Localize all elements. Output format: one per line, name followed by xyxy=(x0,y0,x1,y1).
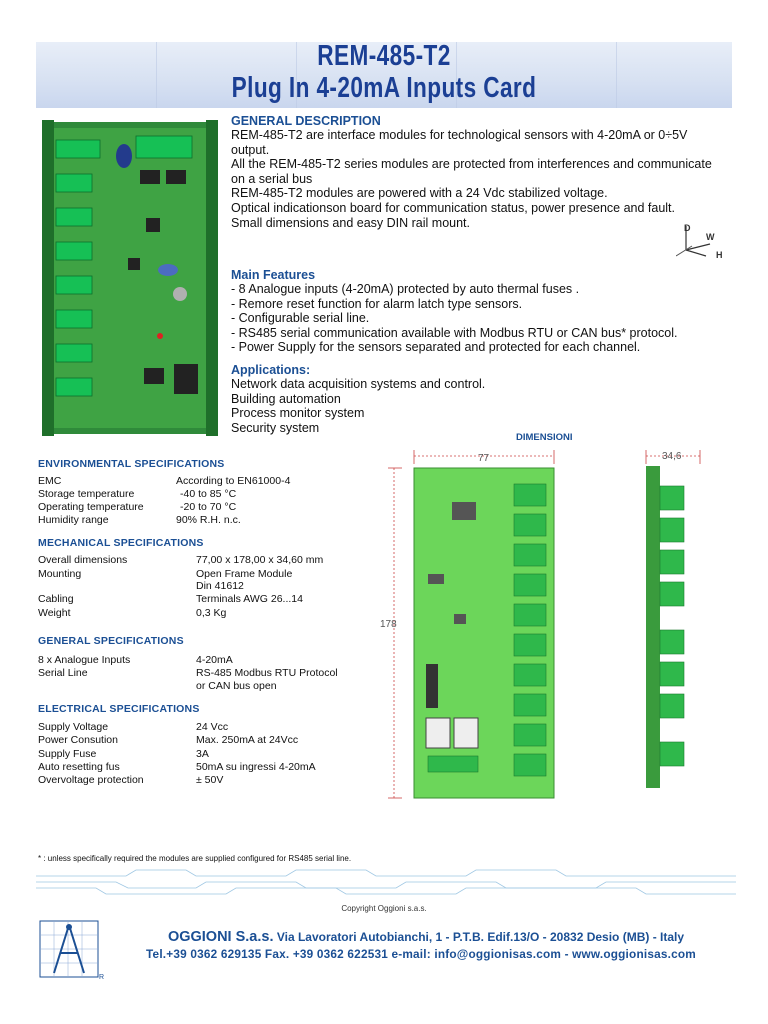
dimensions-axis-icon: D W H xyxy=(676,223,723,260)
application-item: Building automation xyxy=(231,391,341,406)
dimension-drawing: 77 178 34,6 xyxy=(380,450,701,799)
spec-value: 24 Vcc xyxy=(196,721,229,733)
spec-value: -40 to 85 °C xyxy=(180,488,237,500)
spec-key: Weight xyxy=(38,607,71,619)
spec-value: Din 41612 xyxy=(196,580,244,592)
dwh-w-label: W xyxy=(706,232,715,242)
footnote: * : unless specifically required the mod… xyxy=(38,854,352,863)
application-item: Security system xyxy=(231,420,320,435)
general-description-line: REM-485-T2 modules are powered with a 24… xyxy=(231,186,608,201)
main-features: Main Features - 8 Analogue inputs (4-20m… xyxy=(231,268,736,355)
spec-key: Serial Line xyxy=(38,667,88,679)
general-description-line: Small dimensions and easy DIN rail mount… xyxy=(231,215,470,230)
applications-title: Applications: xyxy=(231,363,311,377)
title-product-name: Plug In 4-20mA Inputs Card xyxy=(231,72,537,104)
application-item: Process monitor system xyxy=(231,406,365,421)
spec-key: Power Consution xyxy=(38,734,118,746)
feature-item: - RS485 serial communication available w… xyxy=(231,325,678,340)
feature-item: - Remore reset function for alarm latch … xyxy=(231,296,523,311)
general-description-line: Optical indicationson board for communic… xyxy=(231,200,675,215)
spec-key: Humidity range xyxy=(38,514,109,526)
registered-mark: R xyxy=(99,974,104,981)
spec-key: Operating temperature xyxy=(38,501,144,513)
feature-item: - Power Supply for the sensors separated… xyxy=(231,340,641,355)
spec-key: Cabling xyxy=(38,593,74,605)
height-dimension-label: 178 xyxy=(380,619,397,630)
depth-dimension-label: 34,6 xyxy=(662,451,682,462)
spec-value: 3A xyxy=(196,748,209,760)
main-features-title: Main Features xyxy=(231,268,316,282)
general-description-line: All the REM-485-T2 series modules are pr… xyxy=(231,157,712,172)
general-description: GENERAL DESCRIPTION REM-485-T2 are inter… xyxy=(231,114,736,230)
general-specs-title: GENERAL SPECIFICATIONS xyxy=(38,635,184,647)
applications: Applications: Network data acquisition s… xyxy=(231,363,736,435)
spec-value: ± 50V xyxy=(196,774,224,786)
spec-value: RS-485 Modbus RTU Protocol xyxy=(196,667,338,679)
spec-key: Overall dimensions xyxy=(38,554,128,566)
spec-value: -20 to 70 °C xyxy=(180,501,237,513)
spec-value: Terminals AWG 26...14 xyxy=(196,593,303,605)
company-address: Via Lavoratori Autobianchi, 1 - P.T.B. E… xyxy=(273,930,685,944)
dwh-h-label: H xyxy=(716,250,723,260)
spec-key: Supply Voltage xyxy=(38,721,109,733)
general-description-title: GENERAL DESCRIPTION xyxy=(231,114,381,128)
feature-item: - Configurable serial line. xyxy=(231,311,370,326)
spec-value: 4-20mA xyxy=(196,654,233,666)
environmental-title: ENVIRONMENTAL SPECIFICATIONS xyxy=(38,458,225,470)
header-band xyxy=(36,42,732,108)
spec-value: 50mA su ingressi 4-20mA xyxy=(196,761,316,773)
company-logo: R xyxy=(39,920,104,981)
general-description-line: REM-485-T2 are interface modules for tec… xyxy=(231,128,688,142)
application-item: Network data acquisition systems and con… xyxy=(231,377,486,391)
decorative-wave-divider xyxy=(36,869,736,895)
spec-value: 0,3 Kg xyxy=(196,607,227,619)
feature-item: - 8 Analogue inputs (4-20mA) protected b… xyxy=(231,282,580,296)
width-dimension-label: 77 xyxy=(478,453,490,464)
general-description-line: on a serial bus xyxy=(231,171,313,186)
spec-key: EMC xyxy=(38,475,62,487)
spec-key: Auto resetting fus xyxy=(38,761,120,773)
spec-key: Storage temperature xyxy=(38,488,135,500)
electrical-title: ELECTRICAL SPECIFICATIONS xyxy=(38,703,200,715)
spec-value: 77,00 x 178,00 x 34,60 mm xyxy=(196,554,324,566)
spec-value: According to EN61000-4 xyxy=(176,475,291,487)
company-name: OGGIONI S.a.s. xyxy=(167,929,274,945)
spec-value: 90% R.H. n.c. xyxy=(176,514,241,526)
spec-value: or CAN bus open xyxy=(196,680,277,692)
dimensions-label: DIMENSIONI xyxy=(516,432,573,443)
product-photo xyxy=(42,118,218,438)
spec-value: Open Frame Module xyxy=(196,568,293,580)
company-line: OGGIONI S.a.s. Via Lavoratori Autobianch… xyxy=(120,929,732,945)
company-contact: Tel.+39 0362 629135 Fax. +39 0362 622531… xyxy=(146,947,696,961)
spec-value: Max. 250mA at 24Vcc xyxy=(196,734,299,746)
dwh-d-label: D xyxy=(684,223,691,233)
spec-key: Mounting xyxy=(38,568,82,580)
mechanical-title: MECHANICAL SPECIFICATIONS xyxy=(38,537,204,549)
spec-key: 8 x Analogue Inputs xyxy=(38,654,131,666)
spec-key: Supply Fuse xyxy=(38,748,97,760)
copyright: Copyright Oggioni s.a.s. xyxy=(341,904,427,913)
title-product-code: REM-485-T2 xyxy=(317,40,451,72)
general-description-line: output. xyxy=(231,142,270,157)
spec-key: Overvoltage protection xyxy=(38,774,144,786)
